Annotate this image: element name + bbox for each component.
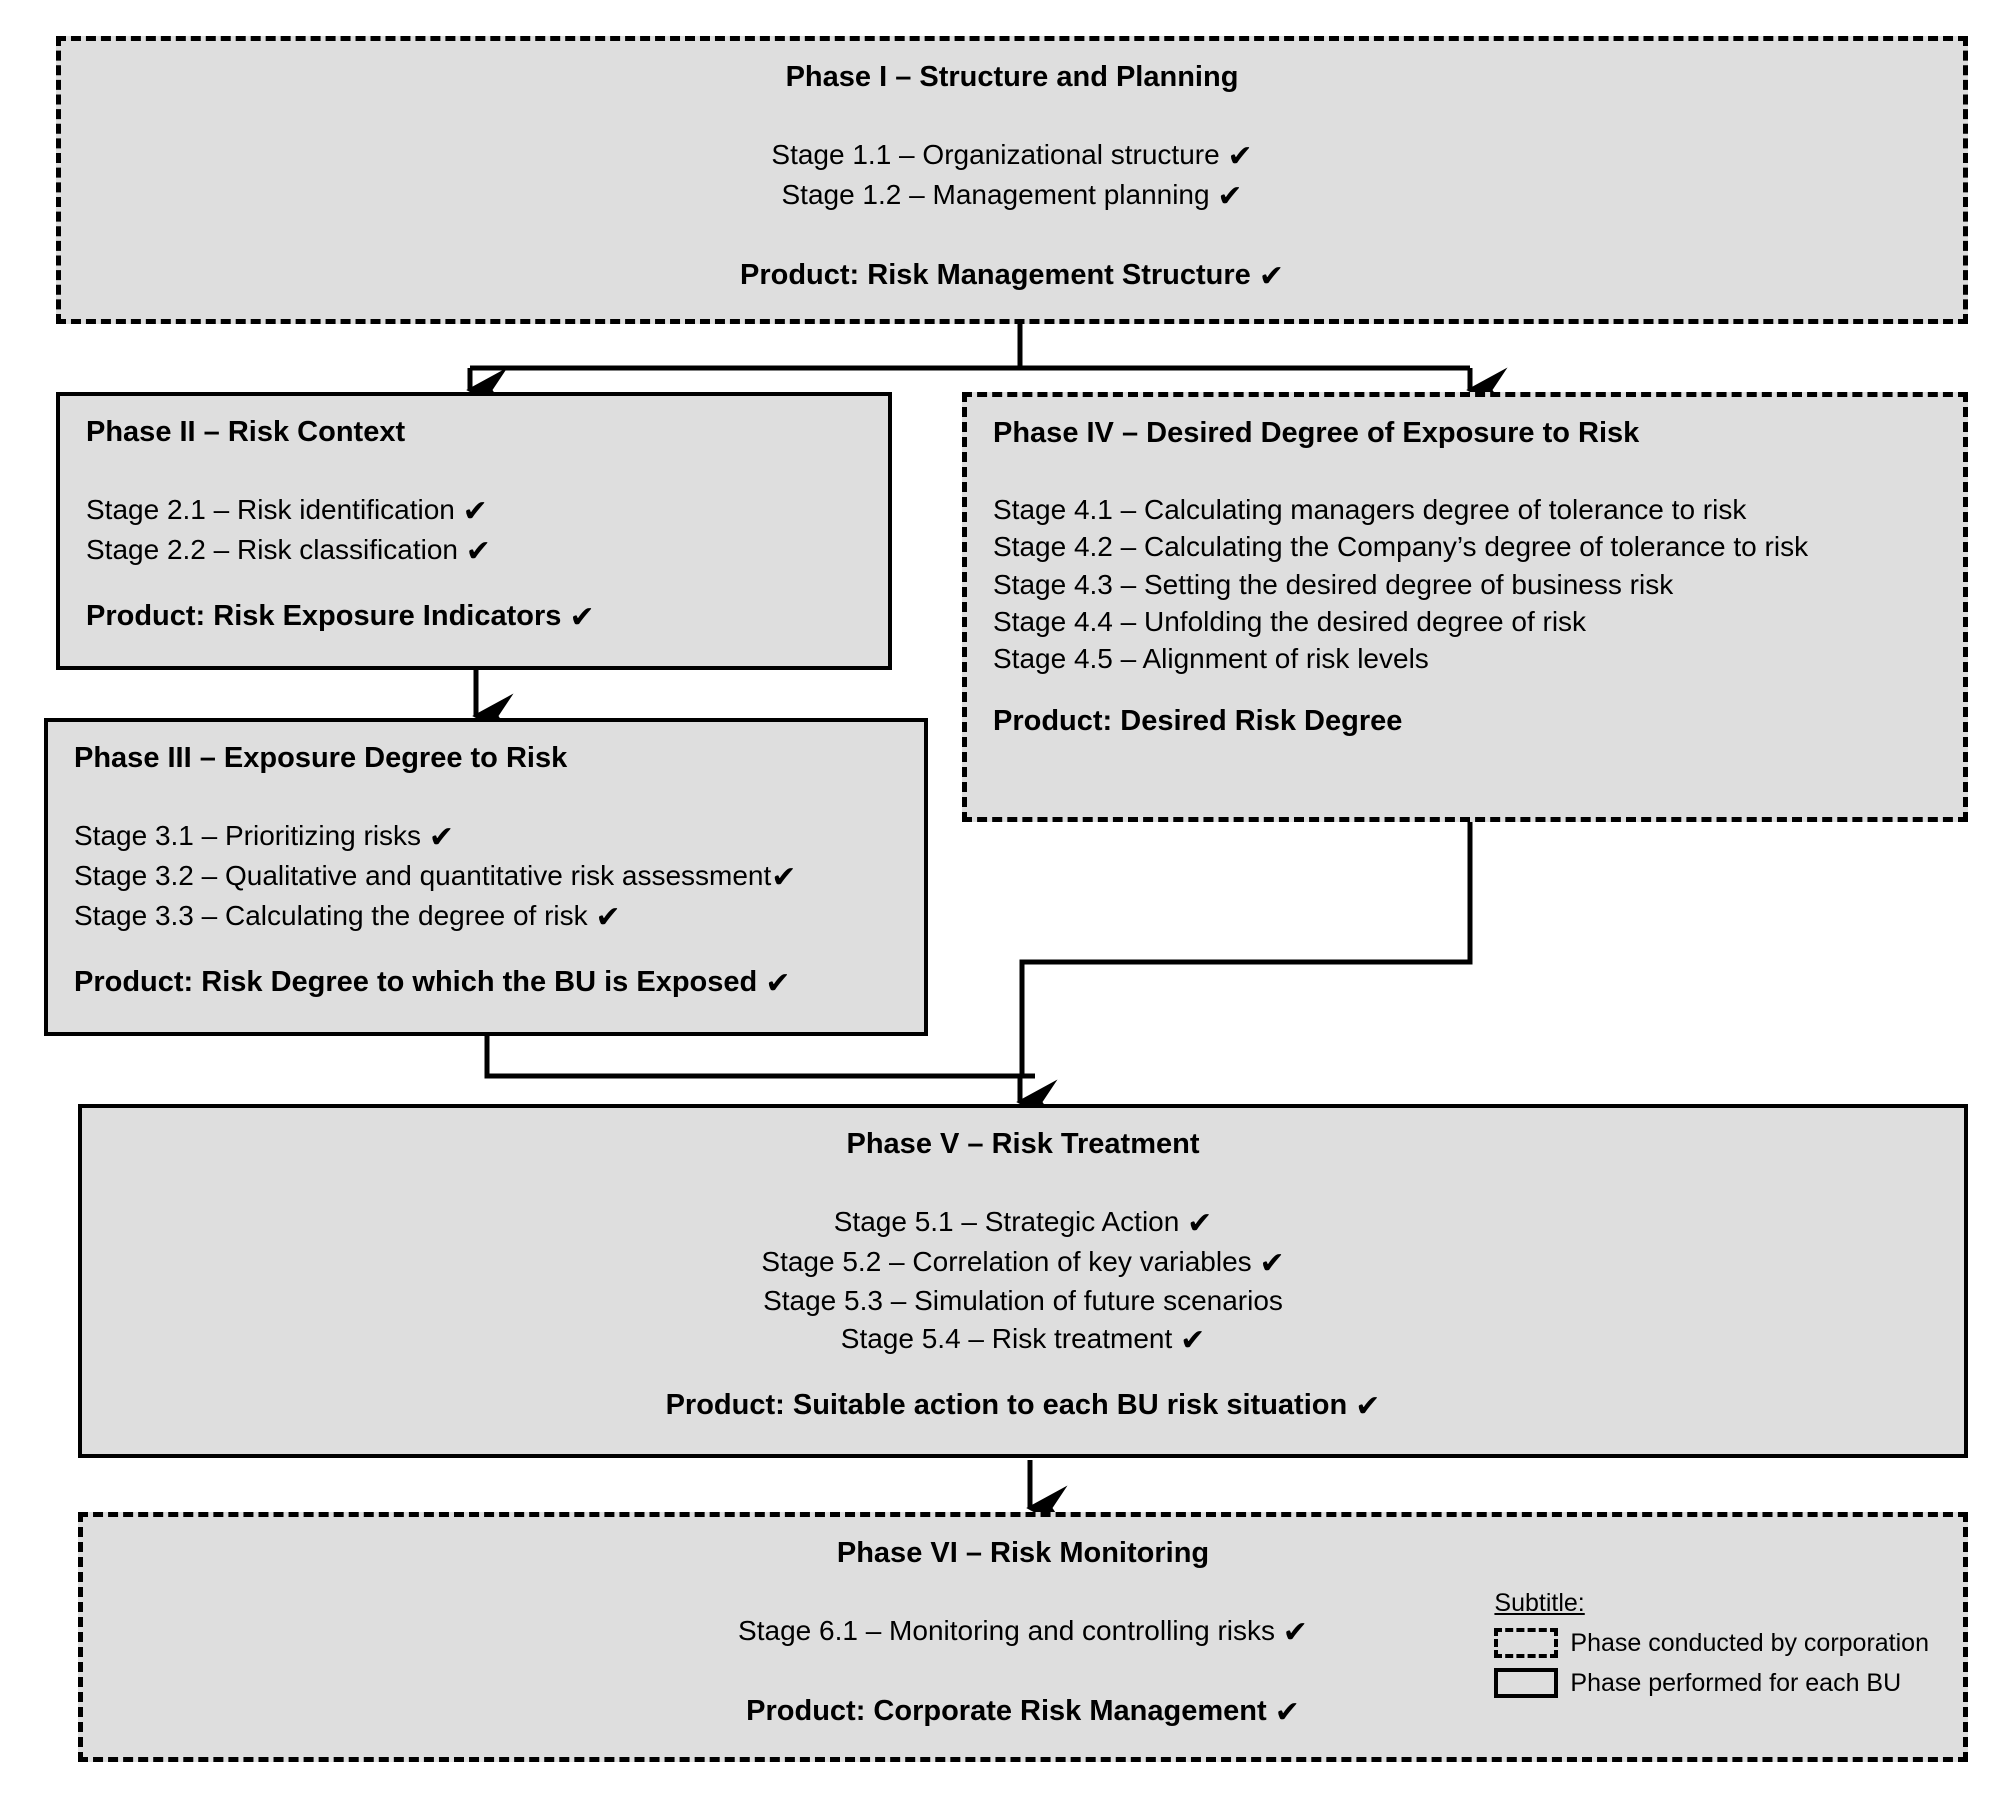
legend-label: Phase performed for each BU — [1570, 1668, 1902, 1697]
stage-row: Stage 4.5 – Alignment of risk levels — [993, 643, 1429, 675]
stage-row: Stage 4.4 – Unfolding the desired degree… — [993, 605, 1587, 637]
legend-title: Subtitle: — [1494, 1589, 1585, 1617]
phase-product: Product: Risk Exposure Indicators ✔ — [86, 600, 595, 636]
phase-title: Phase III – Exposure Degree to Risk — [74, 742, 568, 774]
phase-box-risk-monitoring[interactable]: Phase VI – Risk Monitoring Stage 6.1 – M… — [78, 1512, 1968, 1762]
connector-p4-to-p5 — [1019, 820, 1473, 1076]
check-icon: ✔ — [1259, 1246, 1285, 1282]
phase-product: Product: Risk Degree to which the BU is … — [74, 965, 791, 1001]
phase-title: Phase II – Risk Context — [86, 416, 406, 448]
stage-row: Stage 5.3 – Simulation of future scenari… — [763, 1285, 1283, 1317]
legend: Subtitle: Phase conducted by corporation… — [1494, 1589, 1929, 1708]
dashed-box-icon — [1494, 1628, 1559, 1658]
check-icon: ✔ — [1274, 1695, 1300, 1731]
solid-box-icon — [1494, 1668, 1559, 1698]
legend-item-corporation: Phase conducted by corporation — [1494, 1628, 1929, 1658]
stage-row: Stage 3.3 – Calculating the degree of ri… — [74, 896, 898, 936]
check-icon: ✔ — [771, 860, 797, 896]
check-icon: ✔ — [1355, 1389, 1381, 1425]
phase-product: Product: Desired Risk Degree — [993, 705, 1403, 738]
check-icon: ✔ — [1180, 1323, 1206, 1359]
stage-row: Stage 5.1 – Strategic Action ✔ — [108, 1202, 1938, 1242]
check-icon: ✔ — [465, 534, 491, 570]
stage-row: Stage 1.2 – Management planning ✔ — [87, 175, 1937, 215]
stage-row: Stage 3.2 – Qualitative and quantitative… — [74, 856, 898, 896]
connector-p3-to-p5 — [484, 1032, 1035, 1079]
check-icon: ✔ — [1187, 1206, 1213, 1242]
stage-row: Stage 1.1 – Organizational structure ✔ — [87, 135, 1937, 175]
phase-box-desired-degree-of-exposure[interactable]: Phase IV – Desired Degree of Exposure to… — [962, 392, 1968, 822]
phase-title: Phase IV – Desired Degree of Exposure to… — [993, 417, 1640, 449]
stage-row: Stage 5.2 – Correlation of key variables… — [108, 1242, 1938, 1282]
stage-row: Stage 5.4 – Risk treatment ✔ — [108, 1319, 1938, 1359]
stage-row: Stage 4.3 – Setting the desired degree o… — [993, 568, 1674, 600]
stage-row: Stage 2.1 – Risk identification ✔ — [86, 490, 862, 530]
phase-box-risk-treatment[interactable]: Phase V – Risk Treatment Stage 5.1 – Str… — [78, 1104, 1968, 1458]
stage-row: Stage 4.2 – Calculating the Company’s de… — [993, 531, 1809, 563]
phase-title: Phase VI – Risk Monitoring — [836, 1537, 1210, 1569]
check-icon: ✔ — [595, 900, 621, 936]
stage-row: Stage 3.1 – Prioritizing risks ✔ — [74, 816, 898, 856]
stage-row: Stage 6.1 – Monitoring and controlling r… — [109, 1611, 1937, 1651]
check-icon: ✔ — [1258, 259, 1285, 295]
check-icon: ✔ — [428, 820, 454, 856]
check-icon: ✔ — [462, 494, 488, 530]
phase-product: Product: Risk Management Structure ✔ — [739, 259, 1285, 295]
phase-box-risk-context[interactable]: Phase II – Risk Context Stage 2.1 – Risk… — [56, 392, 892, 670]
stage-row: Stage 2.2 – Risk classification ✔ — [86, 530, 862, 570]
check-icon: ✔ — [1227, 139, 1253, 175]
phase-title: Phase I – Structure and Planning — [785, 61, 1239, 93]
phase-box-structure-and-planning[interactable]: Phase I – Structure and Planning Stage 1… — [56, 36, 1968, 324]
phase-product: Product: Corporate Risk Management ✔ — [746, 1695, 1300, 1731]
phase-title: Phase V – Risk Treatment — [846, 1128, 1200, 1160]
check-icon: ✔ — [1217, 179, 1243, 215]
check-icon: ✔ — [1282, 1615, 1308, 1651]
check-icon: ✔ — [569, 600, 595, 636]
phase-box-exposure-degree-to-risk[interactable]: Phase III – Exposure Degree to Risk Stag… — [44, 718, 928, 1036]
phase-product: Product: Suitable action to each BU risk… — [665, 1389, 1381, 1425]
legend-item-bu: Phase performed for each BU — [1494, 1668, 1929, 1698]
legend-label: Phase conducted by corporation — [1570, 1628, 1929, 1657]
stage-row: Stage 4.1 – Calculating managers degree … — [993, 494, 1747, 526]
check-icon: ✔ — [765, 965, 791, 1001]
